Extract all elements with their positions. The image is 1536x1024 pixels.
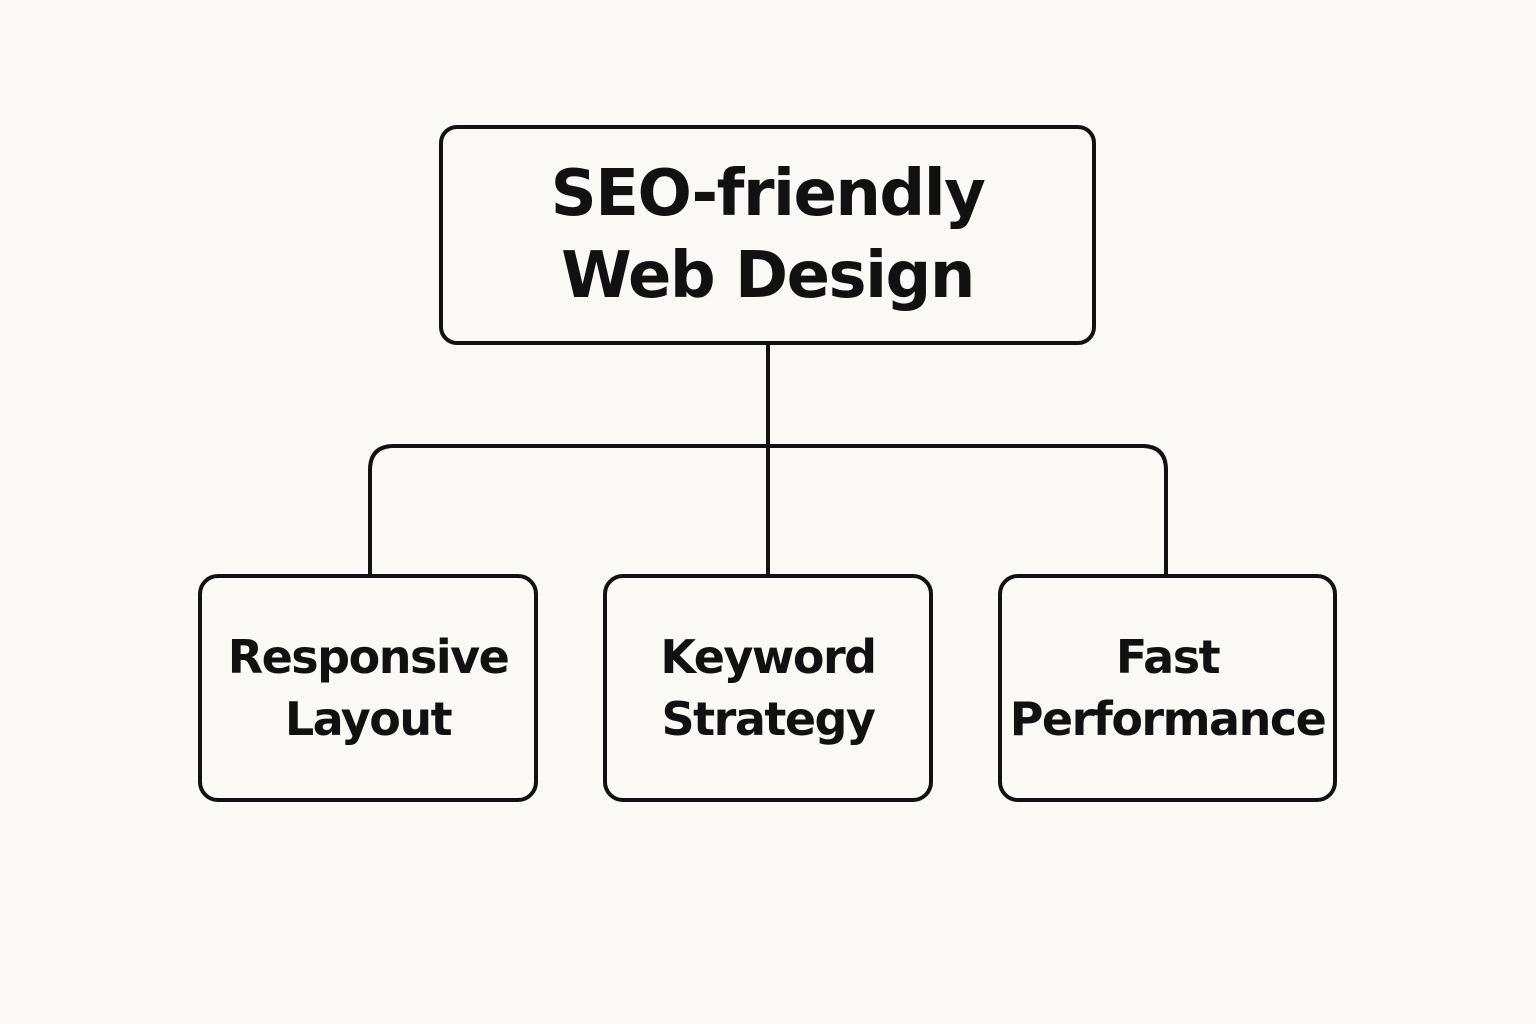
root-node-label: SEO-friendly Web Design bbox=[441, 127, 1094, 343]
child-node-box-keyword-strategy bbox=[603, 574, 933, 802]
child-node-label-responsive-layout: Responsive Layout bbox=[200, 576, 536, 800]
root-node-box bbox=[439, 125, 1096, 345]
root-node-label-line-1: SEO-friendly bbox=[550, 157, 986, 231]
child-node-label-line-2: Performance bbox=[1009, 692, 1327, 746]
child-node-label-fast-performance: Fast Performance bbox=[1000, 576, 1335, 800]
child-node-label-keyword-strategy: Keyword Strategy bbox=[605, 576, 931, 800]
child-node-box-fast-performance bbox=[998, 574, 1337, 802]
child-node-label-line-1: Keyword bbox=[660, 630, 877, 684]
child-node-label-line-2: Layout bbox=[284, 692, 453, 746]
child-node-box-responsive-layout bbox=[198, 574, 538, 802]
child-node-label-line-1: Fast bbox=[1115, 630, 1221, 684]
root-node-label-line-2: Web Design bbox=[561, 239, 975, 313]
child-node-label-line-1: Responsive bbox=[227, 630, 510, 684]
connector-horizontal-bus bbox=[368, 444, 1168, 576]
child-node-label-line-2: Strategy bbox=[661, 692, 876, 746]
